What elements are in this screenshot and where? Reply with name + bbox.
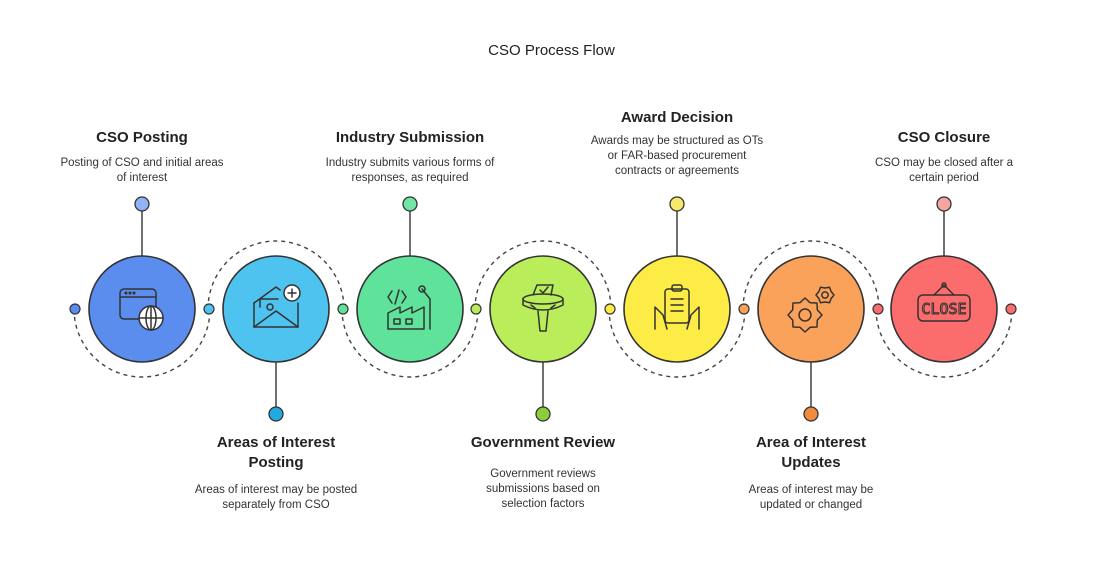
step-title: Area of Interest Updates <box>755 434 867 471</box>
step-description: Government reviews submissions based on … <box>486 468 600 510</box>
clipboard-hands-icon <box>654 284 700 330</box>
step-marker-dot <box>134 196 150 212</box>
browser-globe-icon <box>119 288 164 331</box>
step-circle <box>356 255 464 363</box>
junction-dot <box>872 303 884 315</box>
junction-dot <box>1005 303 1017 315</box>
step-node <box>88 255 196 363</box>
step-title: Areas of Interest Posting <box>216 434 336 471</box>
step-description: Awards may be structured as OTs or FAR-b… <box>590 135 764 177</box>
factory-robot-icon <box>387 285 431 330</box>
junction-dot <box>69 303 81 315</box>
junction-dot <box>470 303 482 315</box>
dashed-arc <box>474 240 612 310</box>
step-node <box>489 255 597 363</box>
step-description: Posting of CSO and initial areas of inte… <box>60 157 224 184</box>
step-circle <box>890 255 998 363</box>
junction-dot <box>738 303 750 315</box>
step-node <box>623 255 731 363</box>
step-title: Industry Submission <box>335 129 485 146</box>
step-node <box>356 255 464 363</box>
step-circle <box>623 255 731 363</box>
step-marker-dot <box>669 196 685 212</box>
dashed-arc <box>73 308 211 378</box>
junction-dot <box>337 303 349 315</box>
close-sign-icon: CLOSE <box>917 282 971 322</box>
junction-dot <box>203 303 215 315</box>
step-description: Areas of interest may be posted separate… <box>194 484 358 511</box>
circle-layer: CLOSE <box>88 255 998 363</box>
step-marker-dot <box>402 196 418 212</box>
step-description: Industry submits various forms of respon… <box>325 157 495 184</box>
step-marker-dot <box>936 196 952 212</box>
envelope-plus-icon <box>253 284 301 328</box>
step-marker-dot <box>535 406 551 422</box>
connector-layer <box>69 196 1017 422</box>
dashed-arc <box>875 308 1013 378</box>
ballot-funnel-icon <box>522 284 564 332</box>
step-title: Government Review <box>470 434 616 451</box>
step-marker-dot <box>803 406 819 422</box>
dashed-arc <box>341 308 479 378</box>
step-title: CSO Closure <box>897 129 991 146</box>
step-node <box>222 255 330 363</box>
step-title: Award Decision <box>620 109 734 126</box>
dashed-arc <box>207 240 345 310</box>
gears-icon <box>787 286 835 333</box>
step-node <box>757 255 865 363</box>
page-title: CSO Process Flow <box>488 42 615 59</box>
step-description: CSO may be closed after a certain period <box>874 157 1014 184</box>
step-circle <box>757 255 865 363</box>
step-circle <box>489 255 597 363</box>
junction-dot <box>604 303 616 315</box>
step-circle <box>222 255 330 363</box>
dashed-arc <box>608 308 746 378</box>
step-description: Areas of interest may be updated or chan… <box>748 484 874 511</box>
step-title: CSO Posting <box>96 129 188 146</box>
step-marker-dot <box>268 406 284 422</box>
dashed-arc <box>742 240 880 310</box>
close-sign-text: CLOSE <box>921 300 966 318</box>
step-node: CLOSE <box>890 255 998 363</box>
